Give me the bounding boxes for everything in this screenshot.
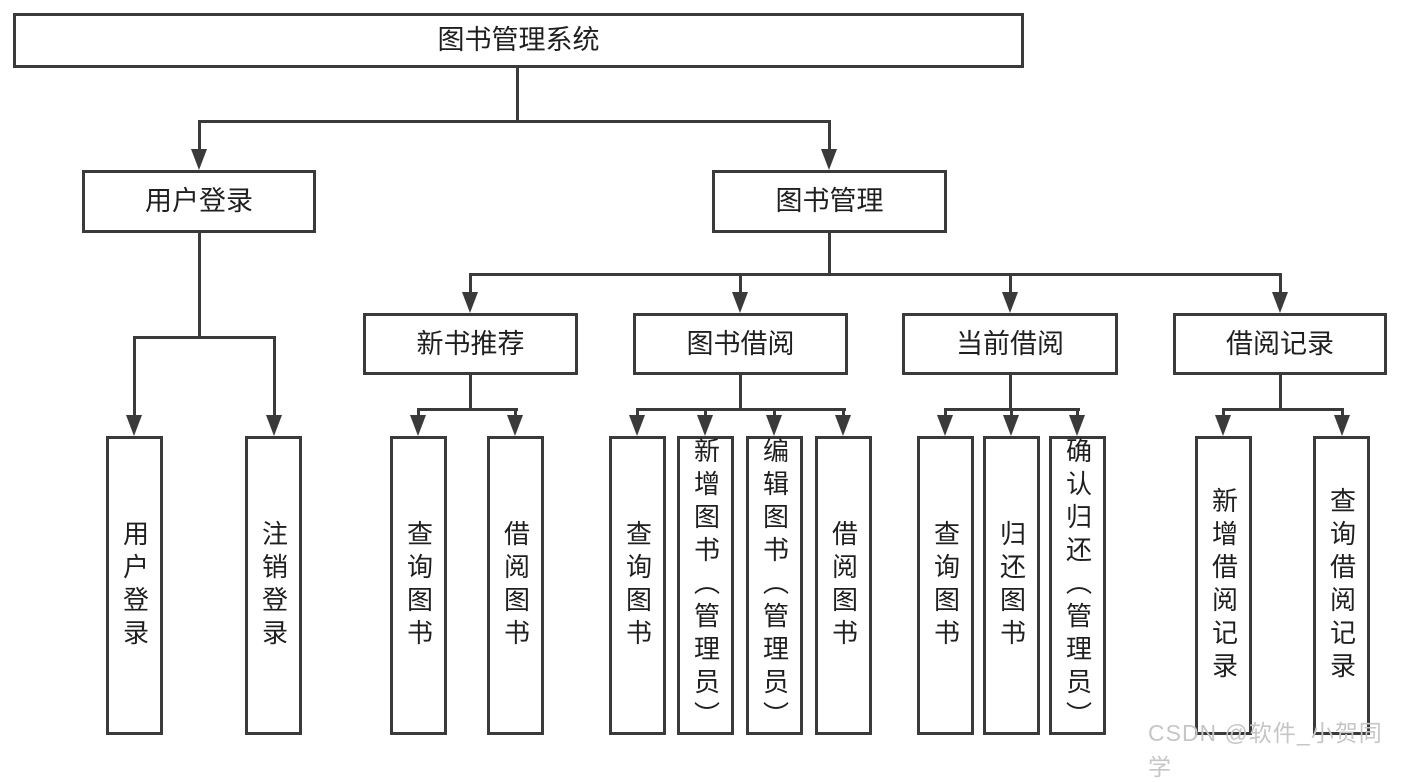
node-book-management: 图书管理 bbox=[712, 170, 947, 233]
connector-arrow bbox=[1003, 415, 1019, 436]
connector-arrow bbox=[1334, 415, 1350, 436]
leaf-cb-query-books: 查询图书 bbox=[917, 436, 974, 735]
node-borrowing-records: 借阅记录 bbox=[1173, 313, 1387, 375]
connector-arrow bbox=[766, 415, 782, 436]
connector-arrow bbox=[937, 415, 953, 436]
connector-line bbox=[773, 408, 776, 420]
connector-line bbox=[739, 273, 742, 295]
connector-line bbox=[1222, 408, 1344, 411]
connector-line bbox=[469, 273, 472, 295]
connector-arrow bbox=[1215, 415, 1231, 436]
connector-line bbox=[514, 408, 517, 420]
connector-arrow bbox=[410, 415, 426, 436]
connector-arrow bbox=[835, 415, 851, 436]
leaf-rec-borrow-books: 借阅图书 bbox=[487, 436, 544, 735]
connector-arrow bbox=[1002, 292, 1018, 313]
leaf-bb-query-books: 查询图书 bbox=[609, 436, 666, 735]
connector-line bbox=[1009, 375, 1012, 411]
node-new-book-recommendation: 新书推荐 bbox=[363, 313, 578, 375]
node-user-login: 用户登录 bbox=[82, 170, 316, 233]
leaf-rec-query-books: 查询图书 bbox=[390, 436, 447, 735]
connector-line bbox=[1009, 273, 1012, 295]
connector-line bbox=[273, 336, 276, 418]
connector-line bbox=[828, 233, 831, 276]
leaf-br-query-record: 查询借阅记录 bbox=[1313, 436, 1370, 735]
connector-line bbox=[636, 408, 639, 420]
connector-arrow bbox=[1272, 292, 1288, 313]
node-current-borrowing: 当前借阅 bbox=[902, 313, 1118, 375]
connector-arrow bbox=[191, 149, 207, 170]
connector-arrow bbox=[126, 415, 142, 436]
connector-arrow bbox=[821, 149, 837, 170]
connector-line bbox=[198, 120, 201, 152]
connector-line bbox=[1341, 408, 1344, 420]
connector-line bbox=[1222, 408, 1225, 420]
connector-line bbox=[944, 408, 947, 420]
connector-line bbox=[1010, 408, 1013, 420]
leaf-logout: 注销登录 bbox=[245, 436, 302, 735]
leaf-cb-confirm-return-admin: 确认归还（管理员） bbox=[1049, 436, 1106, 735]
connector-line bbox=[417, 408, 420, 420]
connector-arrow bbox=[1069, 415, 1085, 436]
connector-line bbox=[842, 408, 845, 420]
connector-line bbox=[1279, 273, 1282, 295]
connector-arrow bbox=[507, 415, 523, 436]
leaf-bb-edit-books-admin: 编辑图书（管理员） bbox=[746, 436, 803, 735]
connector-line bbox=[133, 336, 276, 339]
connector-line bbox=[828, 120, 831, 152]
node-book-borrowing: 图书借阅 bbox=[633, 313, 848, 375]
connector-line bbox=[198, 233, 201, 339]
connector-arrow bbox=[266, 415, 282, 436]
connector-line bbox=[417, 408, 518, 411]
connector-arrow bbox=[629, 415, 645, 436]
leaf-bb-add-books-admin: 新增图书（管理员） bbox=[677, 436, 734, 735]
leaf-bb-borrow-books: 借阅图书 bbox=[815, 436, 872, 735]
connector-line bbox=[516, 68, 519, 120]
connector-arrow bbox=[732, 292, 748, 313]
connector-line bbox=[198, 120, 830, 123]
csdn-watermark: CSDN @软件_小贺同学 bbox=[1148, 720, 1383, 780]
leaf-user-login: 用户登录 bbox=[106, 436, 163, 735]
connector-line bbox=[636, 408, 846, 411]
leaf-cb-return-books: 归还图书 bbox=[983, 436, 1040, 735]
connector-line bbox=[704, 408, 707, 420]
connector-arrow bbox=[697, 415, 713, 436]
node-library-management-system: 图书管理系统 bbox=[13, 13, 1024, 68]
connector-line bbox=[1279, 375, 1282, 411]
connector-line bbox=[1076, 408, 1079, 420]
connector-line bbox=[469, 273, 1282, 276]
connector-line bbox=[739, 375, 742, 411]
connector-arrow bbox=[462, 292, 478, 313]
leaf-br-add-record: 新增借阅记录 bbox=[1195, 436, 1252, 735]
connector-line bbox=[469, 375, 472, 411]
connector-line bbox=[133, 336, 136, 418]
